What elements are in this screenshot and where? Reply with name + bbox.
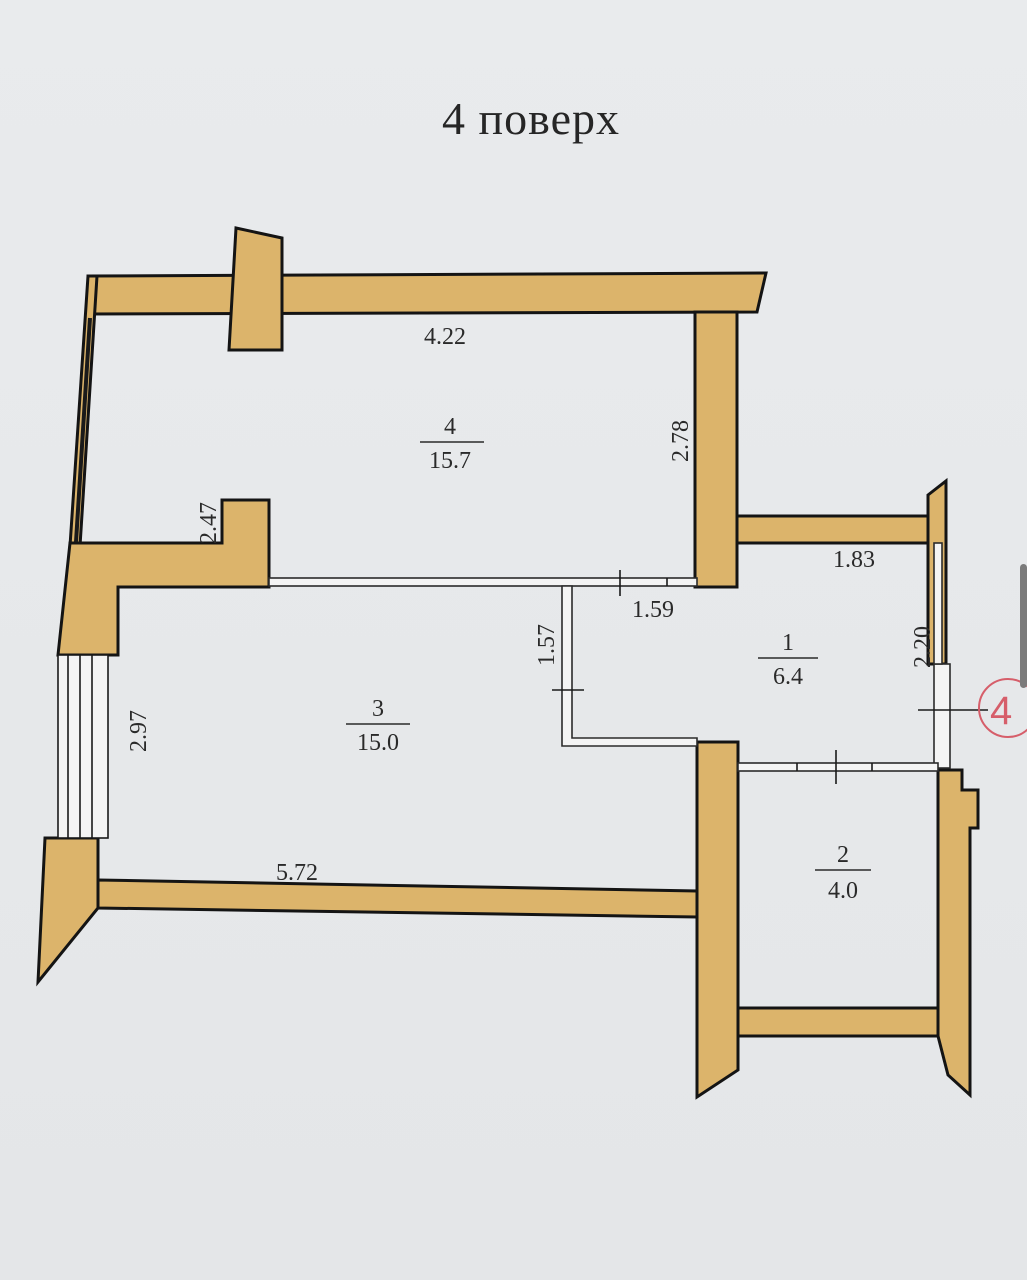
room-area: 4.0 [828,878,858,904]
room-area: 15.7 [429,448,471,474]
wall-room1-top [735,514,930,545]
wall-room2-left [695,740,740,1100]
dimension-2-20: 2.20 [910,626,936,668]
room-2-label: 2 4.0 [815,842,871,904]
partition-room1-room2 [737,762,939,772]
wall-room2-bottom [736,1006,946,1038]
wall-right-lower [936,768,980,1099]
balcony-glass [74,317,92,543]
wall-room4-right [693,310,739,589]
dimension-4-22: 4.22 [424,324,466,350]
partition-room1-right [933,542,943,665]
entrance-marker: 4 [978,678,1027,738]
partition-room3-room1 [561,585,698,747]
wall-mid-left [56,498,271,657]
room-area: 15.0 [357,730,399,756]
room-3-label: 3 15.0 [346,696,410,756]
room-area: 6.4 [773,664,803,690]
dimension-2-97: 2.97 [126,710,152,752]
dimension-1-59: 1.59 [632,597,674,623]
room-number: 4 [444,414,456,440]
wall-stub-top [227,226,284,352]
partition-room4-room3 [268,577,698,587]
room-number: 1 [782,630,794,656]
scrollbar-thumb[interactable] [1020,564,1027,688]
floor-title: 4 поверх [442,93,620,144]
window-left [57,654,109,839]
dimension-5-72: 5.72 [276,860,318,886]
marker-number: 4 [990,689,1012,733]
wall-top [86,271,768,316]
window-right [933,663,951,769]
wall-left-lower [36,836,100,987]
dimension-1-83: 1.83 [833,547,875,573]
room-number: 2 [837,842,849,868]
room-number: 3 [372,696,384,722]
room-4-label: 4 15.7 [420,414,484,474]
dimension-2-78: 2.78 [668,420,694,462]
dimension-1-57: 1.57 [534,624,560,666]
dimension-2-47: 2.47 [196,502,222,544]
room-1-label: 1 6.4 [758,630,818,690]
wall-bottom [96,878,699,919]
